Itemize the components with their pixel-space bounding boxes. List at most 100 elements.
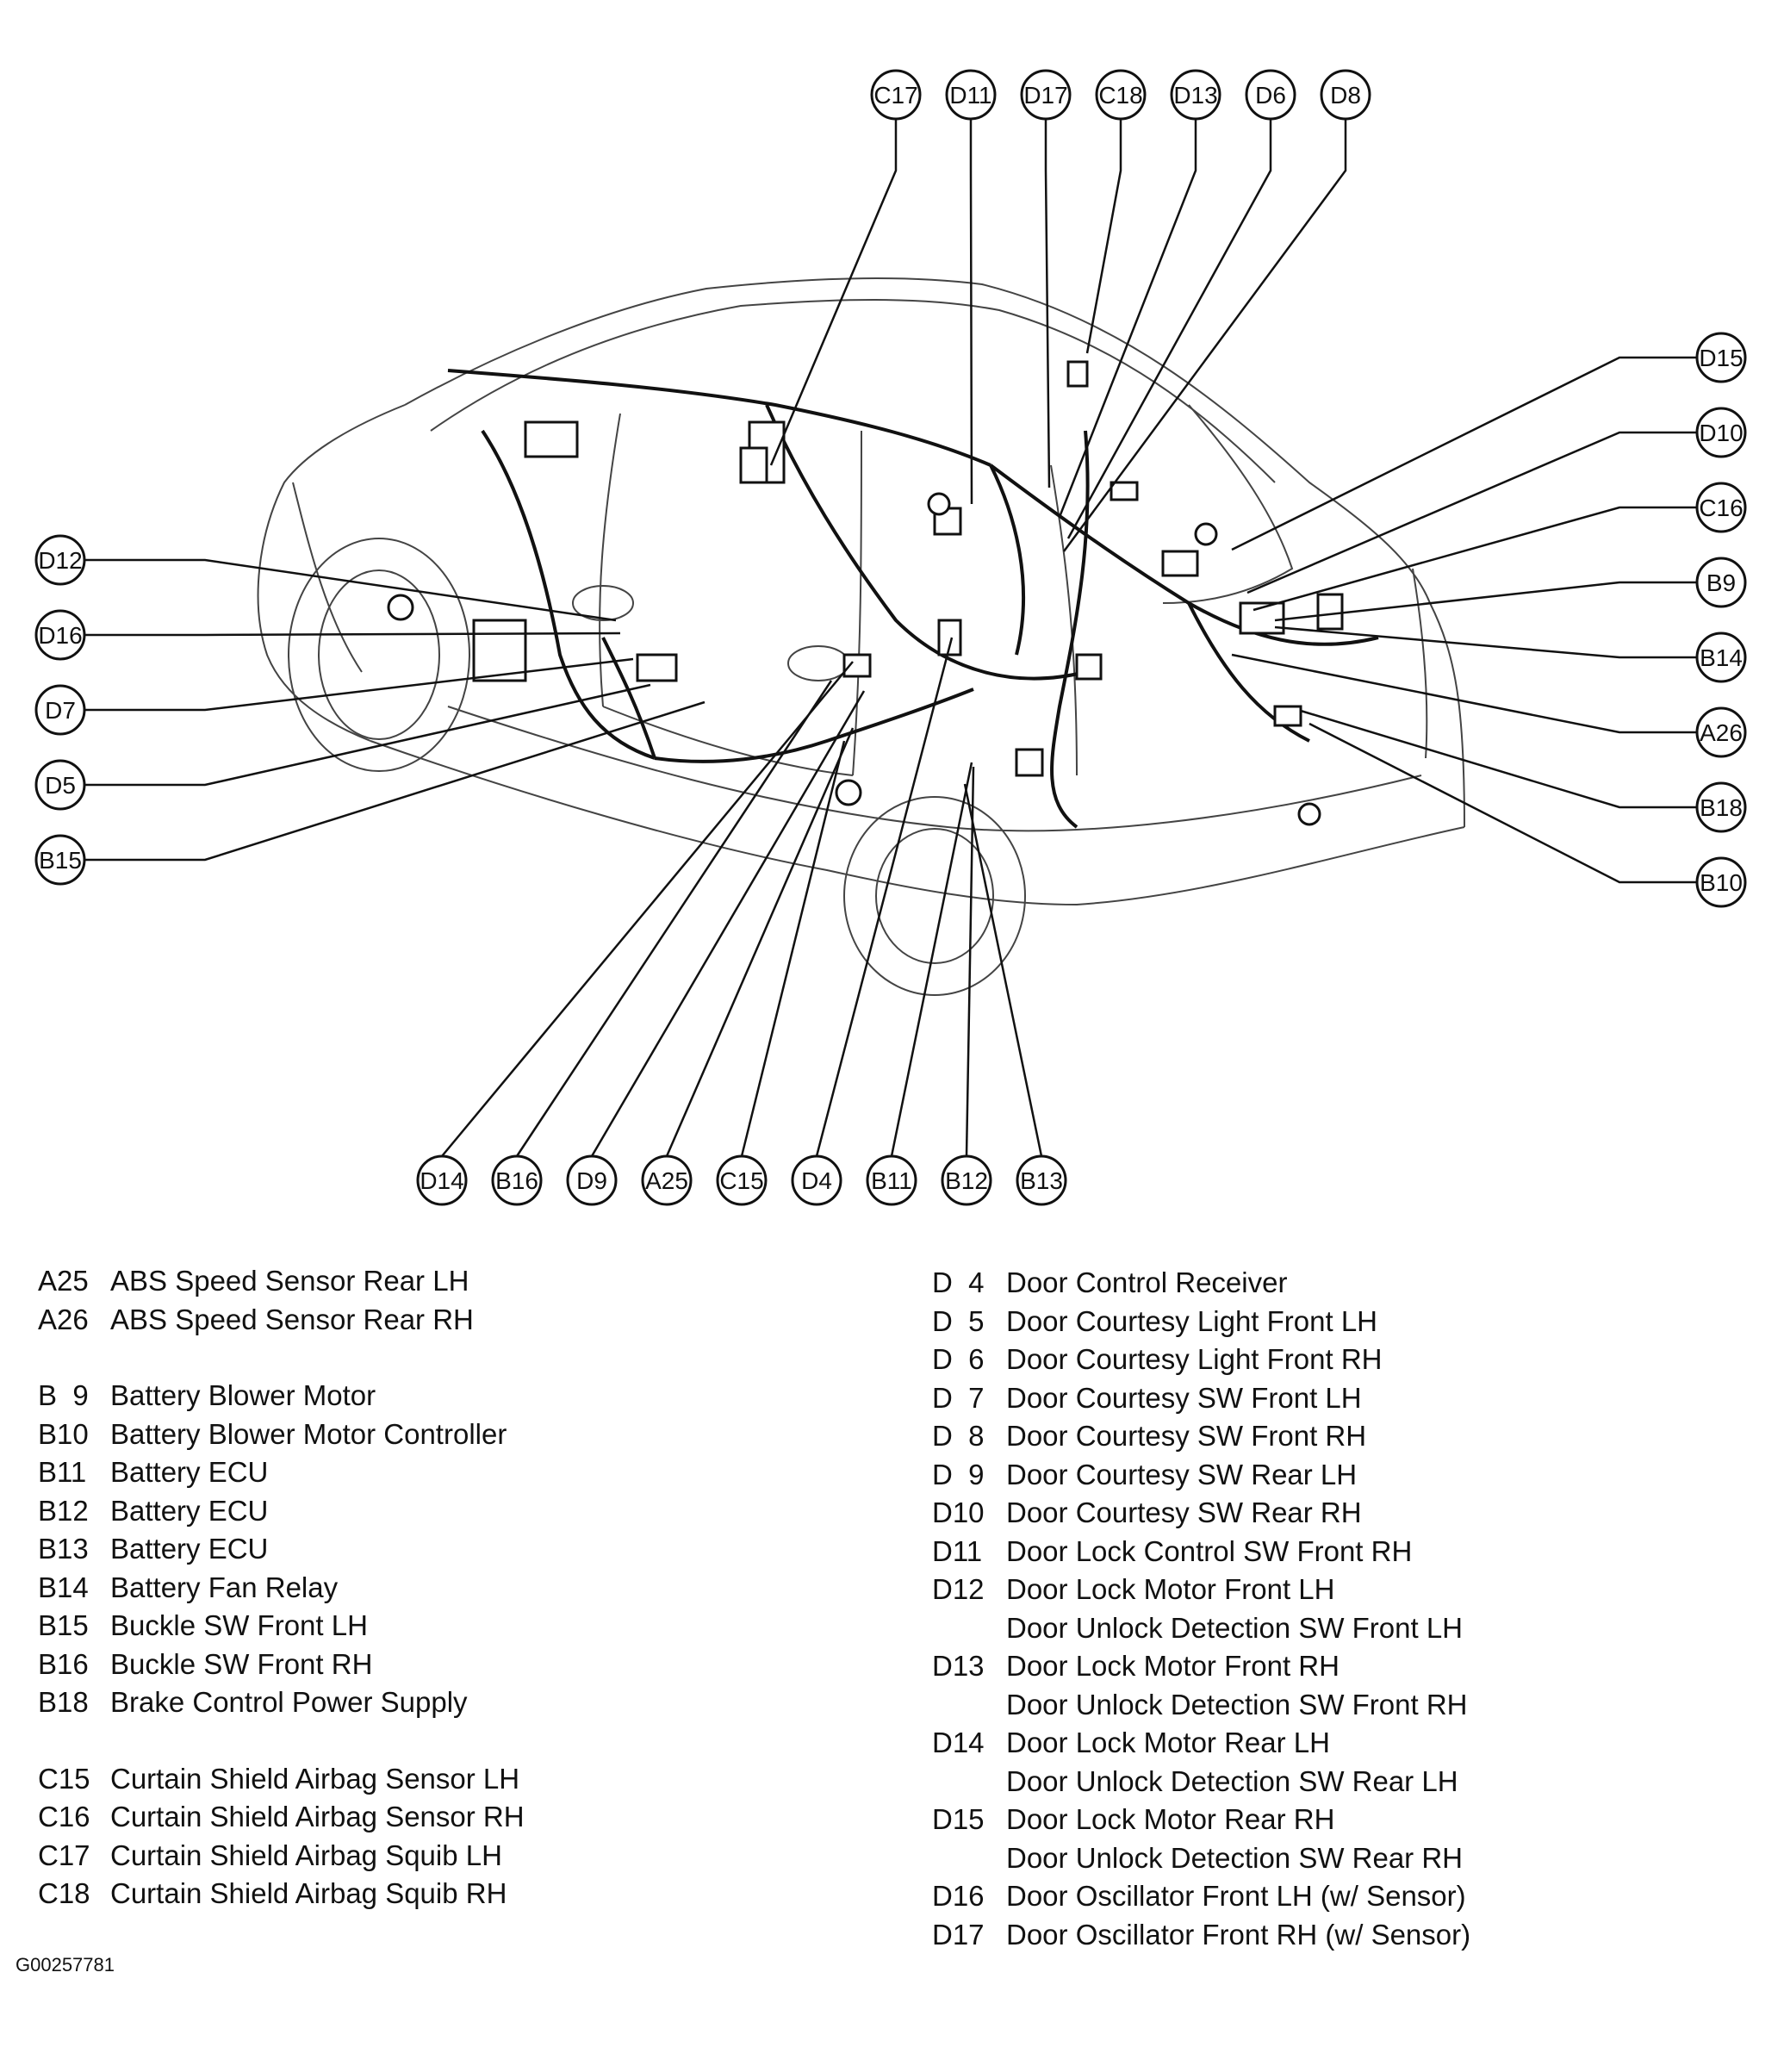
callout-label: A26 [1700,719,1743,746]
callout-label: B10 [1700,869,1743,896]
legend-code: D12 [932,1573,985,1605]
leader-line [84,657,634,712]
leader-line [1253,506,1697,612]
callout-b14: B14 [1274,625,1747,683]
callout-d5: D5 [34,683,651,811]
leader-line [84,632,621,637]
callout-circle [416,1154,468,1206]
car-body-outline [257,277,1465,996]
callout-label: B9 [1706,569,1736,596]
legend-code: A25 [38,1265,89,1297]
callout-d15: D15 [1231,332,1747,551]
leader-line [815,637,954,1157]
legend-description: Battery Blower Motor [110,1379,376,1411]
callout-circle [1245,69,1296,121]
leader-line [84,700,706,862]
leader-line [1308,722,1697,884]
callout-label: D8 [1330,82,1361,109]
leader-line [890,762,973,1157]
legend-description: Battery ECU [110,1456,269,1488]
callout-d6: D6 [1066,69,1296,539]
leader-line [1274,625,1697,659]
callout-c16: C16 [1253,482,1747,612]
callout-circle [945,69,997,121]
callout-label: C18 [1098,82,1142,109]
leader-line [965,766,975,1157]
legend-code: B10 [38,1417,89,1450]
legend-description: ABS Speed Sensor Rear RH [110,1303,474,1335]
legend-description: Door Control Receiver [1006,1266,1288,1298]
callout-label: A25 [645,1167,688,1194]
legend-description: Door Courtesy SW Rear LH [1006,1458,1358,1490]
callout-label: D7 [45,697,76,724]
legend-description: Door Courtesy Light Front LH [1006,1304,1378,1337]
legend-description: Door Lock Motor Front LH [1006,1573,1335,1605]
callout-circle [1016,1154,1067,1206]
leader-line [1066,119,1272,539]
leader-line [515,680,833,1157]
legend-code: C15 [38,1762,90,1795]
callout-d8: D8 [1062,69,1371,552]
legend-description: Door Unlock Detection SW Rear LH [1006,1764,1458,1797]
callout-b9: B9 [1274,557,1747,622]
callout-circle [941,1154,992,1206]
callout-circle [866,1154,917,1206]
legend-description: Door Unlock Detection SW Rear RH [1006,1841,1463,1874]
callout-label: C16 [1699,495,1743,521]
legend-description: Door Lock Control SW Front RH [1006,1534,1413,1567]
leader-line [1085,119,1122,354]
legend-description: Battery ECU [110,1533,269,1565]
wire-harness [447,369,1379,829]
legend-description: Door Courtesy SW Front RH [1006,1420,1367,1452]
legend-description: Door Courtesy Light Front RH [1006,1343,1383,1375]
callout-label: D5 [45,772,76,799]
callout-d11: D11 [945,69,997,505]
legend-code: D16 [932,1880,985,1912]
legend-description: Battery ECU [110,1494,269,1527]
legend-code: D 5 [932,1304,985,1337]
callout-label: D16 [38,622,82,649]
legend-code: B16 [38,1647,89,1680]
legend-description: ABS Speed Sensor Rear LH [110,1265,469,1297]
callout-circle [1170,69,1221,121]
callout-circle [791,1154,842,1206]
callout-label: B13 [1020,1167,1063,1194]
leader-line [769,119,898,466]
leader-line [1044,119,1051,488]
legend-description: Curtain Shield Airbag Sensor LH [110,1762,520,1795]
callout-label: C15 [719,1167,763,1194]
legend-code: B11 [38,1456,87,1488]
callout-label: D4 [801,1167,832,1194]
legend-code: D15 [932,1803,985,1835]
callout-circle [641,1154,693,1206]
legend-code: D14 [932,1727,985,1758]
callout-circle [870,69,922,121]
callout-circle [491,1154,543,1206]
leader-line [969,119,973,505]
leader-line [590,690,866,1157]
legend-code: C18 [38,1877,90,1909]
callout-label: D11 [949,82,991,109]
legend-code: C17 [38,1839,90,1871]
legend-description: Buckle SW Front RH [110,1647,373,1680]
callout-label: D17 [1023,82,1067,109]
legend-description: Brake Control Power Supply [110,1686,468,1718]
callout-label: D15 [1699,345,1743,371]
callout-c15: C15 [716,740,846,1206]
callout-label: D9 [576,1167,607,1194]
legend-description: Curtain Shield Airbag Sensor RH [110,1801,525,1832]
legend-code: D13 [932,1650,985,1682]
legend-code: D 7 [932,1381,985,1414]
callout-circle [1695,332,1747,383]
legend-description: Door Unlock Detection SW Front RH [1006,1688,1468,1720]
callout-b13: B13 [963,783,1067,1206]
callout-d13: D13 [1058,69,1221,518]
callout-b11: B11 [866,762,973,1206]
legend-code: D11 [932,1534,983,1567]
callout-label: B14 [1700,644,1743,671]
leader-line [84,683,651,787]
callout-label: D10 [1699,420,1743,446]
callout-b16: B16 [491,680,833,1206]
leader-line [1231,653,1697,734]
